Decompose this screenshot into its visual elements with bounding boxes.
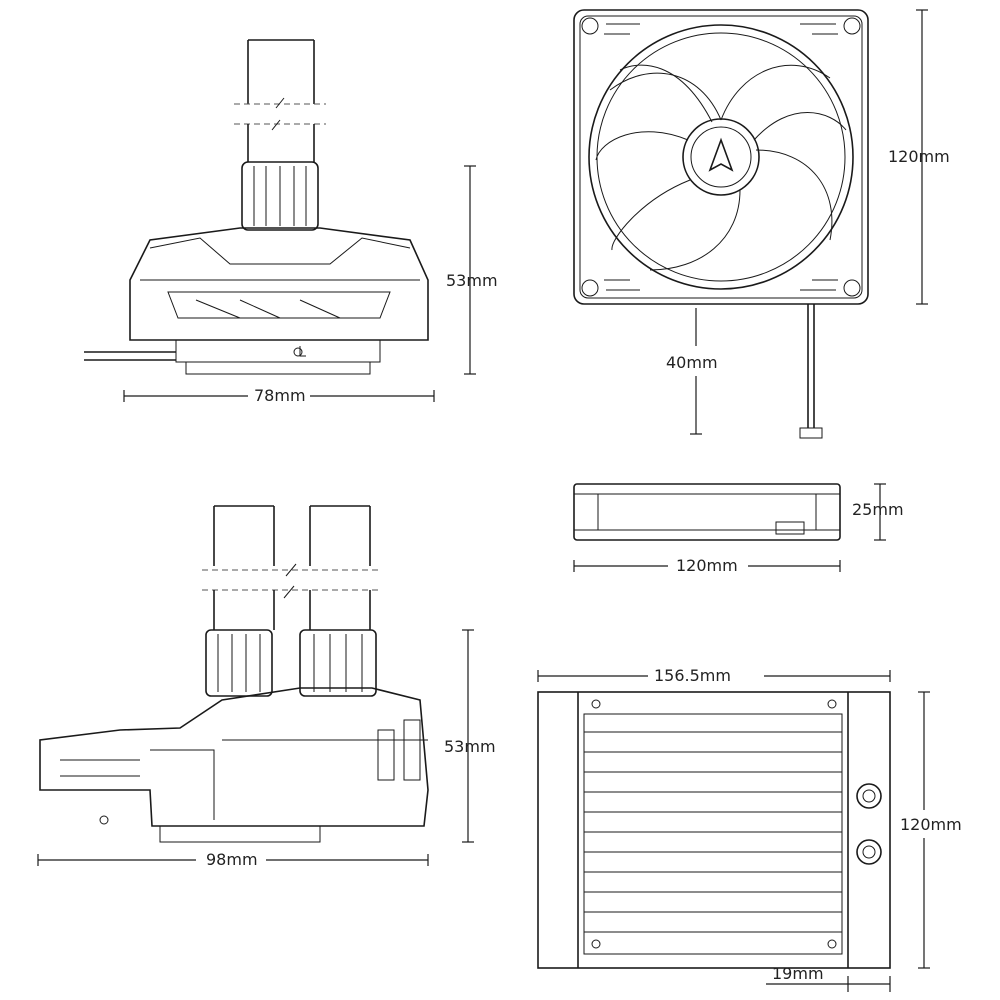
radiator-frame [537, 691, 891, 969]
fan-cable-dim: 40mm [666, 308, 718, 435]
fan-side-width-dim: 120mm [573, 556, 841, 575]
pump-front-width-dim: 78mm [123, 386, 435, 405]
fan-mount-hole [581, 17, 599, 35]
pump-side-fittings [205, 629, 377, 697]
fan-front-view: 120mm 40mm [573, 9, 950, 439]
pump-front-height-label: 53mm [446, 271, 498, 290]
pump-side-height-label: 53mm [444, 737, 496, 756]
pump-side-width-label: 98mm [206, 850, 258, 869]
fan-side-width-label: 120mm [676, 556, 738, 575]
radiator-fins [584, 731, 842, 933]
pump-front-fitting [241, 161, 319, 231]
fan-hub [682, 118, 760, 196]
pump-front-tube [234, 39, 326, 162]
radiator-thickness-dim: 19mm [766, 964, 891, 992]
fan-mount-hole [843, 17, 861, 35]
radiator-view: 156.5mm 120mm 19mm [537, 666, 962, 992]
arctic-logo-icon [708, 137, 734, 172]
fan-side-frame [573, 483, 841, 541]
pump-front-body [84, 227, 429, 375]
radiator-length-dim: 156.5mm [537, 666, 891, 685]
fan-connector [775, 521, 805, 535]
radiator-port-lower [856, 839, 882, 865]
fan-mount-hole [843, 279, 861, 297]
fan-shroud [588, 24, 854, 290]
fan-blades [595, 64, 847, 271]
radiator-length-label: 156.5mm [654, 666, 731, 685]
fan-thickness-label: 25mm [852, 500, 904, 519]
pump-side-body [39, 687, 429, 843]
fan-cable [799, 304, 823, 439]
radiator-width-dim: 120mm [900, 691, 962, 969]
radiator-screw-hole [827, 699, 837, 709]
pump-side-view: 53mm 98mm [37, 505, 496, 869]
fan-height-dim: 120mm [888, 9, 950, 305]
radiator-screw-hole [827, 939, 837, 949]
pump-front-height-dim: 53mm [446, 165, 498, 375]
radiator-width-label: 120mm [900, 815, 962, 834]
radiator-screw-hole [591, 699, 601, 709]
fan-cable-label: 40mm [666, 353, 718, 372]
radiator-screw-hole [591, 939, 601, 949]
fan-height-label: 120mm [888, 147, 950, 166]
fan-thickness-dim: 25mm [852, 483, 904, 541]
pump-front-width-label: 78mm [254, 386, 306, 405]
radiator-core [583, 713, 843, 955]
pump-front-view: 53mm 78mm [84, 39, 498, 405]
fan-mount-hole [581, 279, 599, 297]
radiator-thickness-label: 19mm [772, 964, 824, 983]
pump-side-width-dim: 98mm [37, 850, 429, 869]
fan-frame [573, 9, 869, 305]
radiator-port-upper [856, 783, 882, 809]
pump-side-height-dim: 53mm [444, 629, 496, 843]
fan-side-view: 25mm 120mm [573, 483, 904, 575]
pump-side-tubes [202, 505, 382, 630]
